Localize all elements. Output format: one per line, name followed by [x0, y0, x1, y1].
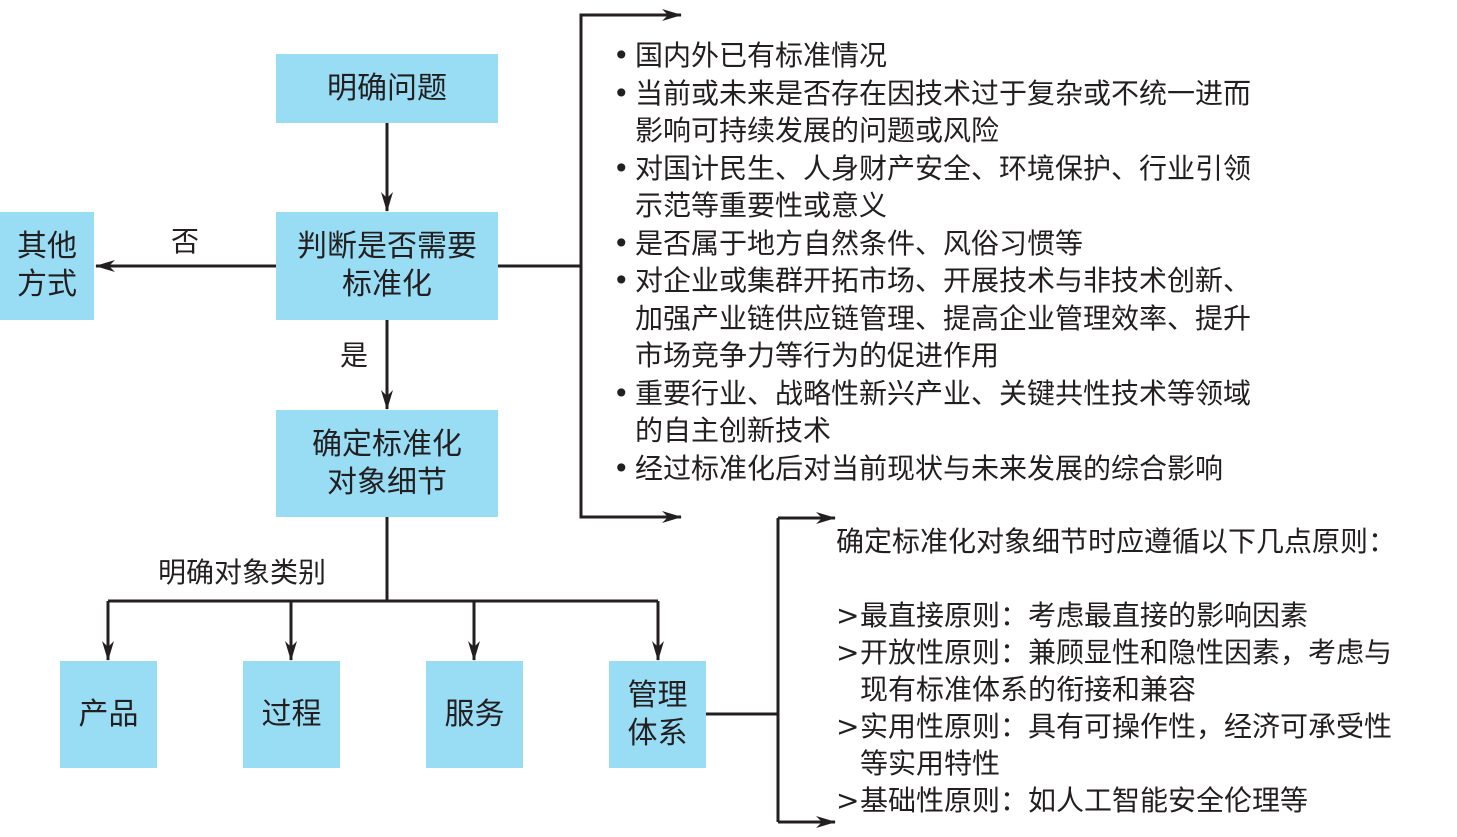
consideration-text: 对企业或集群开拓市场、开展技术与非技术创新、 — [635, 264, 1252, 297]
principle-text: 最直接原则：考虑最直接的影响因素 — [860, 599, 1309, 632]
consideration-continuation: 加强产业链供应链管理、提高企业管理效率、提升 — [635, 301, 1252, 335]
chevron-right-icon: > — [836, 710, 860, 743]
consideration-text: 当前或未来是否存在因技术过于复杂或不统一进而 — [635, 76, 1252, 110]
consideration-continuation: 示范等重要性或意义 — [635, 189, 888, 222]
bullet-icon: • — [613, 226, 630, 260]
principle-continuation: 等实用特性 — [860, 747, 1001, 780]
node-define-problem: 明确问题 — [276, 54, 498, 123]
node-service-label: 服务 — [444, 696, 505, 732]
considerations-list: •国内外已有标准情况•当前或未来是否存在因技术过于复杂或不统一进而影响可持续发展… — [613, 37, 1251, 487]
principles-panel: 确定标准化对象细节时应遵循以下几点原则： >最直接原则：考虑最直接的影响因素>开… — [836, 523, 1396, 819]
principle-item: >基础性原则：如人工智能安全伦理等 — [836, 782, 1396, 819]
edge-label-classify: 明确对象类别 — [158, 556, 327, 589]
principle-text: 实用性原则：具有可操作性，经济可承受性 — [860, 710, 1393, 743]
bullet-icon: • — [613, 451, 630, 485]
consideration-text: 国内外已有标准情况 — [635, 39, 888, 72]
consideration-item: •当前或未来是否存在因技术过于复杂或不统一进而 — [613, 75, 1251, 113]
consideration-item: •国内外已有标准情况 — [613, 37, 1251, 75]
consideration-item: •重要行业、战略性新兴产业、关键共性技术等领域 — [613, 375, 1251, 413]
consideration-continuation: 的自主创新技术 — [635, 414, 832, 447]
principles-list: >最直接原则：考虑最直接的影响因素>开放性原则：兼顾显性和隐性因素，考虑与现有标… — [836, 597, 1396, 819]
consideration-item: •经过标准化后对当前现状与未来发展的综合影响 — [613, 450, 1251, 488]
node-process-label: 过程 — [261, 696, 322, 732]
chevron-right-icon: > — [836, 784, 860, 817]
principle-item: >最直接原则：考虑最直接的影响因素 — [836, 597, 1396, 634]
node-judge-need-line2: 标准化 — [342, 267, 432, 302]
bullet-icon: • — [613, 264, 630, 297]
principle-continuation: 现有标准体系的衔接和兼容 — [860, 673, 1197, 706]
principle-text: 开放性原则：兼顾显性和隐性因素，考虑与 — [860, 636, 1393, 669]
node-judge-need: 判断是否需要 标准化 — [276, 212, 498, 320]
chevron-right-icon: > — [836, 636, 860, 669]
node-service: 服务 — [426, 661, 523, 768]
principle-item: >实用性原则：具有可操作性，经济可承受性 — [836, 708, 1396, 745]
edge-label-no: 否 — [171, 225, 200, 258]
node-management-system: 管理 体系 — [609, 661, 706, 768]
node-judge-need-line1: 判断是否需要 — [297, 229, 477, 264]
consideration-item: •对国计民生、人身财产安全、环境保护、行业引领 — [613, 150, 1251, 188]
node-process: 过程 — [243, 661, 340, 768]
consideration-item: •是否属于地方自然条件、风俗习惯等 — [613, 225, 1251, 263]
bullet-icon: • — [613, 151, 630, 185]
node-other-methods: 其他 方式 — [0, 212, 94, 320]
node-other-methods-line2: 方式 — [17, 267, 77, 302]
chevron-right-icon: > — [836, 599, 860, 632]
node-determine-details: 确定标准化 对象细节 — [276, 410, 498, 517]
consideration-continuation: 影响可持续发展的问题或风险 — [635, 114, 1000, 147]
node-determine-details-line2: 对象细节 — [327, 464, 447, 500]
principles-heading: 确定标准化对象细节时应遵循以下几点原则： — [836, 525, 1397, 558]
consideration-text: 对国计民生、人身财产安全、环境保护、行业引领 — [635, 151, 1252, 185]
node-define-problem-label: 明确问题 — [327, 70, 447, 106]
consideration-continuation: 市场竞争力等行为的促进作用 — [635, 339, 1000, 372]
bullet-icon: • — [613, 376, 630, 410]
node-mgmt-line2: 体系 — [627, 715, 688, 751]
consideration-text: 经过标准化后对当前现状与未来发展的综合影响 — [635, 451, 1224, 485]
bullet-icon: • — [613, 39, 630, 72]
bullet-icon: • — [613, 76, 630, 110]
principle-text: 基础性原则：如人工智能安全伦理等 — [860, 784, 1309, 817]
node-mgmt-line1: 管理 — [627, 677, 688, 713]
edge-label-yes: 是 — [340, 339, 369, 372]
consideration-text: 是否属于地方自然条件、风俗习惯等 — [635, 226, 1084, 260]
node-other-methods-line1: 其他 — [17, 229, 77, 264]
node-product: 产品 — [60, 661, 157, 768]
consideration-text: 重要行业、战略性新兴产业、关键共性技术等领域 — [635, 376, 1252, 410]
consideration-item: •对企业或集群开拓市场、开展技术与非技术创新、 — [613, 262, 1251, 300]
principle-item: >开放性原则：兼顾显性和隐性因素，考虑与 — [836, 634, 1396, 671]
node-determine-details-line1: 确定标准化 — [312, 426, 462, 462]
node-product-label: 产品 — [78, 696, 139, 732]
